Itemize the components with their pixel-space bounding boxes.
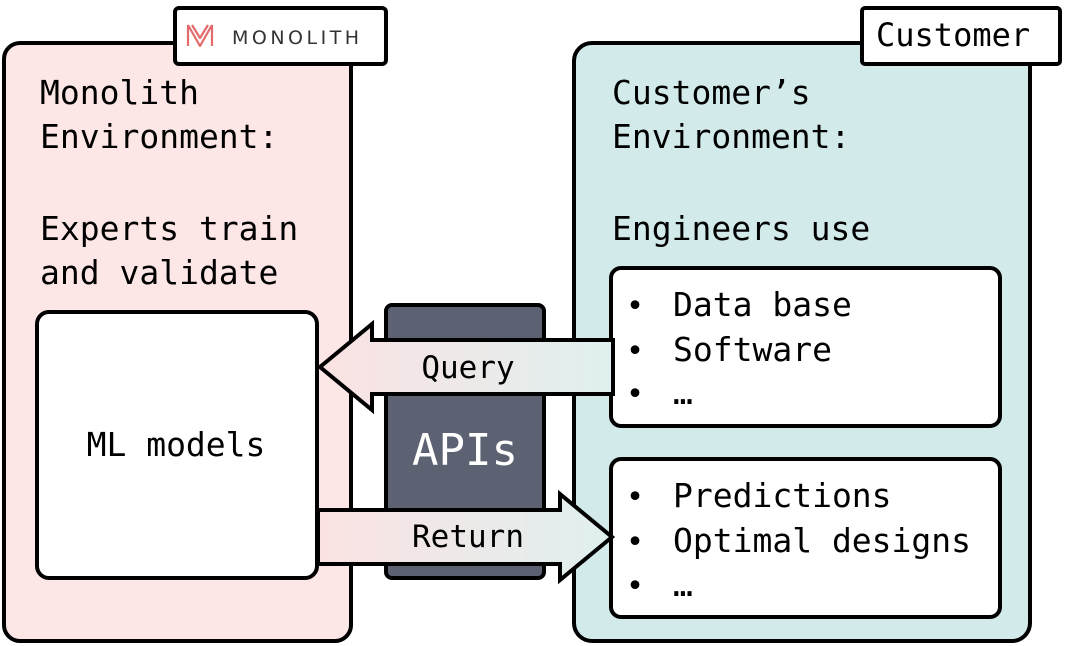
- monolith-logo-text: MONOLITH: [232, 27, 363, 49]
- query-arrow: [316, 319, 615, 415]
- outputs-bullet-3: •: [626, 569, 644, 604]
- customer-title-line2: Environment:: [612, 117, 850, 156]
- inputs-item-1: Data base: [673, 285, 852, 324]
- ml-models-box: [35, 310, 319, 580]
- return-arrow: [316, 489, 616, 585]
- monolith-logo-tag: MONOLITH: [173, 6, 388, 66]
- outputs-item-1: Predictions: [673, 476, 892, 515]
- monolith-title-line2: Environment:: [40, 117, 278, 156]
- monolith-logo-icon: [186, 24, 214, 48]
- outputs-item-3: …: [673, 565, 693, 604]
- monolith-title-line1: Monolith: [40, 73, 199, 112]
- inputs-list: • Data base • Software • …: [626, 285, 852, 412]
- return-label: Return: [412, 519, 524, 555]
- inputs-bullet-2: •: [626, 334, 644, 369]
- outputs-list: • Predictions • Optimal designs • …: [626, 476, 971, 604]
- query-label: Query: [421, 350, 514, 386]
- customer-tag: Customer: [860, 6, 1062, 66]
- customer-tag-label: Customer: [876, 16, 1030, 54]
- inputs-item-2: Software: [673, 330, 832, 369]
- api-label: APIs: [412, 425, 518, 476]
- monolith-desc-line1: Experts train: [40, 209, 298, 248]
- monolith-desc-line2: and validate: [40, 253, 278, 292]
- inputs-bullet-3: •: [626, 377, 644, 412]
- outputs-item-2: Optimal designs: [673, 521, 971, 560]
- customer-desc: Engineers use: [612, 209, 870, 248]
- customer-title-line1: Customer’s: [612, 73, 811, 112]
- ml-models-label: ML models: [87, 425, 266, 464]
- inputs-item-3: …: [673, 373, 693, 412]
- outputs-bullet-2: •: [626, 525, 644, 560]
- inputs-bullet-1: •: [626, 289, 644, 324]
- outputs-bullet-1: •: [626, 480, 644, 515]
